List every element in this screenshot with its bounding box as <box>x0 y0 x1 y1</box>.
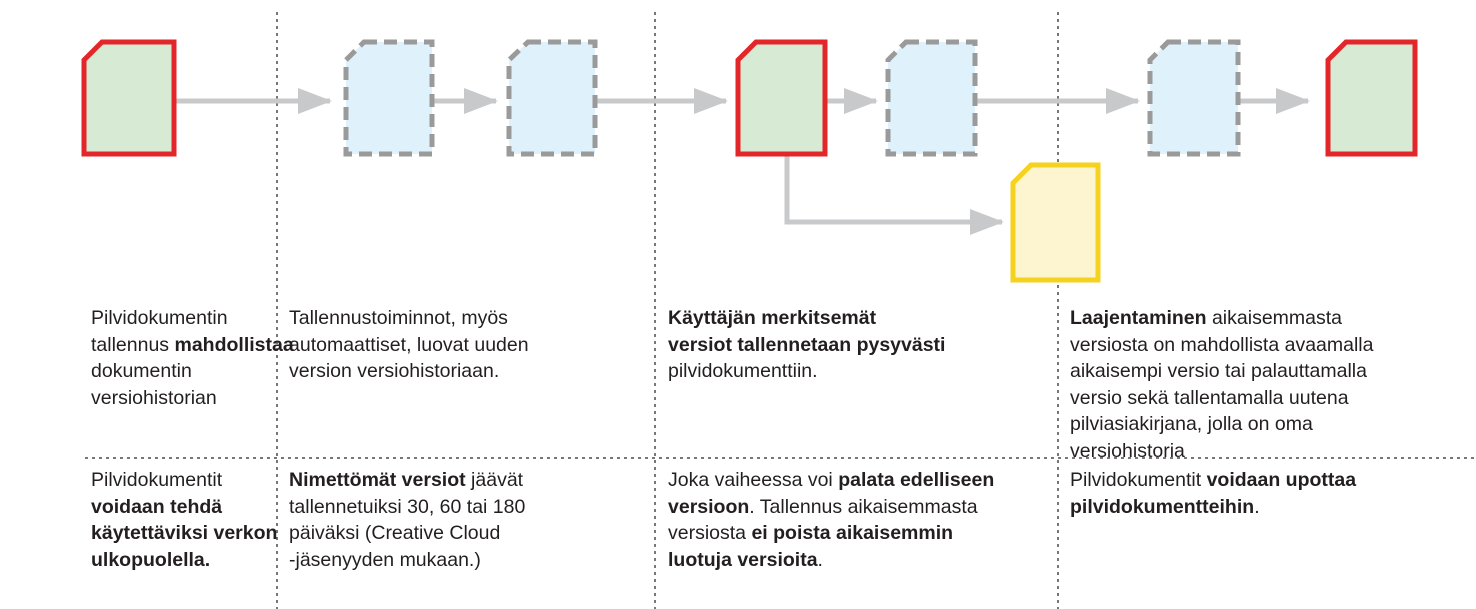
text: Pilvidokumentit <box>91 469 223 491</box>
bold-text: ei poista aikaisemmin <box>751 522 954 544</box>
text-line: Pilvidokumentit voidaan upottaa <box>1070 467 1356 494</box>
text-line: pilvidokumentteihin. <box>1070 494 1356 521</box>
text-line: versiohistorian <box>91 385 294 412</box>
bold-text: käytettäviksi verkon <box>91 522 278 544</box>
text: versio sekä tallentamalla uutena <box>1070 386 1349 409</box>
text: Pilvidokumentit <box>1070 469 1207 491</box>
bold-text: voidaan upottaa <box>1206 469 1357 491</box>
text-line: käytettäviksi verkon <box>91 520 277 547</box>
text-line: versiot tallennetaan pysyvästi <box>668 332 945 359</box>
document-icon-new <box>1010 162 1101 283</box>
text: aikaisemmasta <box>1206 307 1343 329</box>
bold-text: Käyttäjän merkitsemät <box>668 307 877 329</box>
document-icon-saved-1 <box>81 39 177 157</box>
document-icon-auto-3 <box>885 39 978 157</box>
text-line: Laajentaminen aikaisemmasta <box>1070 305 1374 332</box>
text-line: Pilvidokumentit <box>91 467 277 494</box>
bold-text: Laajentaminen <box>1070 307 1207 329</box>
bold-text: luotuja versioita <box>668 548 818 571</box>
bold-text: mahdollistaa <box>174 333 294 356</box>
documents <box>81 39 1418 283</box>
text-line: versiohistoria <box>1070 438 1374 465</box>
document-icon-auto-1 <box>343 39 435 157</box>
text: aikaisempi versio tai palauttamalla <box>1070 360 1367 382</box>
text: tallennus <box>91 333 175 356</box>
text: dokumentin <box>91 360 192 382</box>
text-line: automaattiset, luovat uuden <box>289 332 529 359</box>
branch-arrow-icon <box>784 156 1004 235</box>
text: tallennetuiksi 30, 60 tai 180 <box>289 495 526 518</box>
note-offline: Pilvidokumentit voidaan tehdä käytettäviks… <box>91 467 277 573</box>
bold-text: palata edelliseen <box>838 469 995 491</box>
text-line: Pilvidokumentin <box>91 305 294 332</box>
text-line: tallennus mahdollistaa <box>91 332 294 359</box>
text-line: Käyttäjän merkitsemät <box>668 305 945 332</box>
text: pilvidokumenttiin. <box>668 360 818 382</box>
text-line: tallennetuiksi 30, 60 tai 180 <box>289 494 525 521</box>
text: automaattiset, luovat uuden <box>289 333 529 356</box>
text-line: Nimettömät versiot jäävät <box>289 467 525 494</box>
text-line: versioon. Tallennus aikaisemmasta <box>668 494 994 521</box>
bold-text: versioon <box>668 495 750 518</box>
bold-text: Nimettömät versiot <box>289 469 466 491</box>
text-line: pilvidokumenttiin. <box>668 358 945 385</box>
text-line: dokumentin <box>91 358 294 385</box>
text-line: -jäsenyyden mukaan.) <box>289 547 525 574</box>
text: versiosta on mahdollista avaamalla <box>1070 333 1374 356</box>
column-dividers <box>85 12 1476 609</box>
text-line: luotuja versioita. <box>668 547 994 574</box>
text: Tallennustoiminnot, myös <box>289 307 508 329</box>
bold-text: pilvidokumentteihin <box>1070 495 1255 518</box>
text: Pilvidokumentin <box>91 307 228 329</box>
text-line: versiosta ei poista aikaisemmin <box>668 520 994 547</box>
caption-auto-versions: Tallennustoiminnot, myös automaattiset, l… <box>289 305 529 385</box>
text: versiosta <box>668 522 752 544</box>
bold-text: voidaan tehdä <box>91 495 223 518</box>
text-line: voidaan tehdä <box>91 494 277 521</box>
document-icon-auto-4 <box>1147 39 1241 157</box>
text-line: aikaisempi versio tai palauttamalla <box>1070 358 1374 385</box>
text-line: Joka vaiheessa voi palata edelliseen <box>668 467 994 494</box>
text: . Tallennus aikaisemmasta <box>749 495 978 518</box>
text: -jäsenyyden mukaan.) <box>289 548 481 571</box>
text-line: version versiohistoriaan. <box>289 358 529 385</box>
text-line: versiosta on mahdollista avaamalla <box>1070 332 1374 359</box>
document-icon-saved-3 <box>1325 39 1418 157</box>
text: versiohistorian <box>91 386 217 409</box>
bold-text: versiot tallennetaan pysyvästi <box>668 333 946 356</box>
text-line: pilviasiakirjana, jolla on oma <box>1070 411 1374 438</box>
text: version versiohistoriaan. <box>289 360 500 382</box>
text: pilviasiakirjana, jolla on oma <box>1070 413 1313 435</box>
arrows <box>176 88 1310 235</box>
text: . <box>1254 495 1260 518</box>
bold-text: ulkopuolella. <box>91 548 211 571</box>
text-line: versio sekä tallentamalla uutena <box>1070 385 1374 412</box>
document-icon-saved-2 <box>735 39 828 157</box>
caption-user-versions: Käyttäjän merkitsemät versiot tallennetaa… <box>668 305 945 385</box>
text: päiväksi (Creative Cloud <box>289 522 501 544</box>
document-icon-auto-2 <box>506 39 598 157</box>
text-line: ulkopuolella. <box>91 547 277 574</box>
text: Joka vaiheessa voi <box>668 469 839 491</box>
text: . <box>817 548 823 571</box>
text-line: Tallennustoiminnot, myös <box>289 305 529 332</box>
text-line: päiväksi (Creative Cloud <box>289 520 525 547</box>
text: versiohistoria <box>1070 439 1185 462</box>
text: jäävät <box>465 469 524 491</box>
